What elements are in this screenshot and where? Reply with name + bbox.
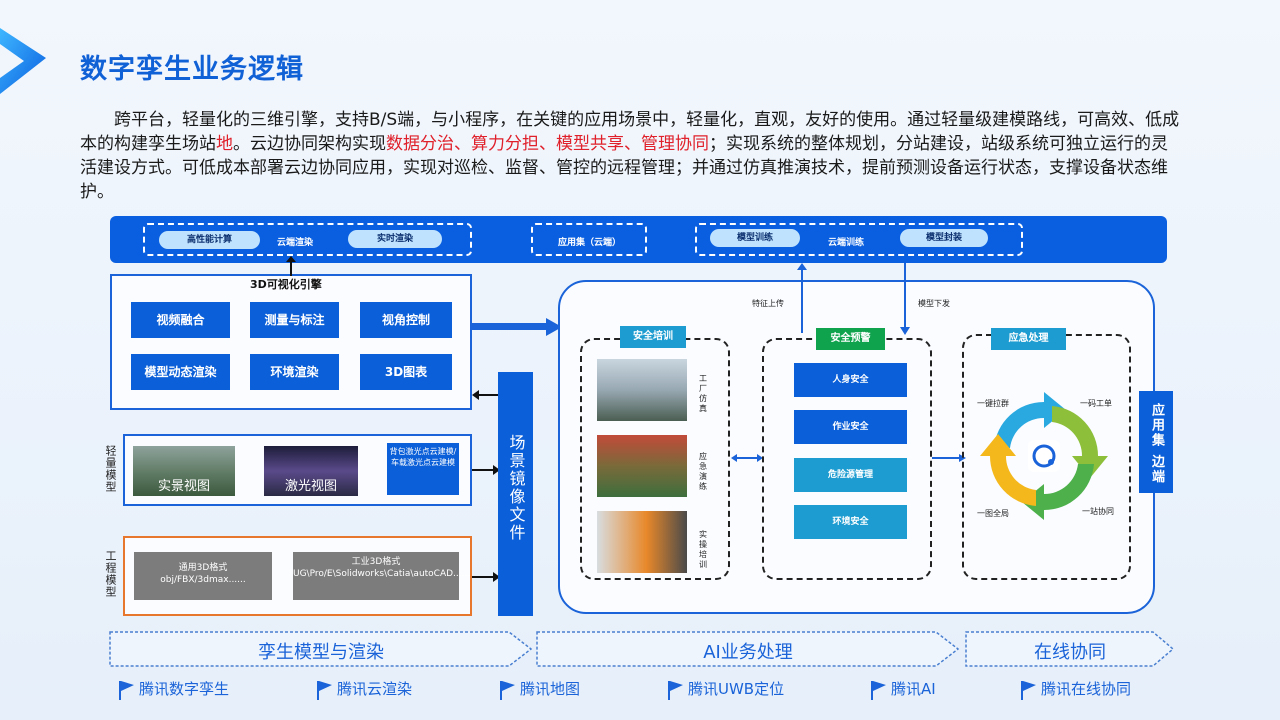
cloud-training-group [695,223,1023,256]
left-arrow-icon [472,390,500,400]
factory-sim-label: 工厂仿真 [699,374,707,413]
feature-upload-label: 特征上传 [752,299,784,308]
model-download-arrow-icon [900,263,910,335]
feature-upload-arrow-icon [797,263,807,333]
flag-icon [119,680,134,700]
emergency-drill-label: 应急演练 [699,452,707,491]
right-arrow-icon [932,454,966,462]
flag-icon [1021,680,1036,700]
scene-mirror-file-column: 场景镜像文件 [498,372,533,616]
one-stop-collab-label: 一站协同 [1082,507,1114,516]
safety-warning-head: 安全预警 [816,328,885,350]
edge-app-set-column: 应用集 边端 [1139,391,1173,493]
laser-photo: 激光视图 [264,446,358,496]
point-cloud-card: 背包激光点云建模/车载激光点云建模 [387,443,459,495]
measure-annotate-button[interactable]: 测量与标注 [250,302,339,338]
one-code-ticket-label: 一码工单 [1080,399,1112,408]
engine-to-app-arrow-icon [472,318,562,336]
personal-safety-button[interactable]: 人身安全 [794,363,907,397]
environment-safety-button[interactable]: 环境安全 [794,505,907,539]
product-tencent-digital-twin[interactable]: 腾讯数字孪生 [117,678,229,700]
right-arrow-icon [472,572,500,582]
product-tencent-cloud-render[interactable]: 腾讯云渲染 [315,678,412,700]
practical-training-label: 实操培训 [699,530,707,569]
flag-icon [500,680,515,700]
flag-icon [317,680,332,700]
stage-label: AI业务处理 [703,642,793,663]
bidirectional-arrow-icon [731,454,763,462]
stage-arrow-shape [109,631,533,667]
factory-photo [597,359,687,421]
page-title: 数字孪生业务逻辑 [80,54,304,85]
cloud-render-label: 云端渲染 [277,238,314,248]
cloud-render-group [143,223,472,256]
practice-photo [597,511,687,573]
emergency-head: 应急处理 [991,328,1066,350]
flag-icon [668,680,683,700]
model-package-pill: 模型封装 [900,229,988,247]
industrial-3d-format-card: 工业3D格式 UG\Pro/E\Solidworks\Catia\autoCAD… [293,552,470,600]
cloud-training-label: 云端训练 [828,238,865,248]
stage-ai-processing: AI业务处理 [536,628,960,670]
light-model-label: 轻量模型 [104,445,117,493]
product-tencent-uwb[interactable]: 腾讯UWB定位 [666,678,784,700]
hazard-management-button[interactable]: 危险源管理 [794,458,907,492]
stage-online-collab: 在线协同 [965,628,1175,670]
stage-twin-render: 孪生模型与渲染 [109,628,533,670]
cloud-app-label: 应用集（云端） [558,238,622,248]
stage-label: 孪生模型与渲染 [258,642,384,663]
one-map-global-label: 一图全局 [977,509,1009,518]
3d-chart-button[interactable]: 3D图表 [360,354,452,390]
eng-model-label: 工程模型 [104,550,117,598]
product-tencent-ai[interactable]: 腾讯AI [869,678,936,700]
view-control-button[interactable]: 视角控制 [360,302,452,338]
one-click-group-label: 一键拉群 [977,399,1009,408]
realscene-photo: 实景视图 [133,446,235,496]
model-training-pill: 模型训练 [710,229,800,247]
video-fusion-button[interactable]: 视频融合 [131,302,230,338]
engine-title: 3D可视化引擎 [250,278,322,291]
right-arrow-icon [472,465,500,475]
hpc-pill: 高性能计算 [159,231,260,249]
realtime-render-pill: 实时渲染 [348,230,442,248]
intro-paragraph: 跨平台，轻量化的三维引擎，支持B/S端，与小程序，在关键的应用场景中，轻量化，直… [80,110,1180,202]
brand-logo-icon [0,28,46,94]
up-arrow-icon [286,256,296,276]
product-tencent-online-collab[interactable]: 腾讯在线协同 [1019,678,1131,700]
drill-photo [597,435,687,497]
stage-arrow-shape [965,631,1175,667]
dynamic-render-button[interactable]: 模型动态渲染 [131,354,230,390]
flag-icon [871,680,886,700]
stage-label: 在线协同 [1034,642,1106,663]
env-render-button[interactable]: 环境渲染 [250,354,339,390]
emergency-cycle-icon [980,392,1108,520]
stage-arrow-shape [536,631,960,667]
safety-training-head: 安全培训 [620,326,686,348]
model-download-label: 模型下发 [918,299,950,308]
cloud-app-group [531,223,647,256]
generic-3d-format-card: 通用3D格式 obj/FBX/3dmax...... [134,552,272,600]
operation-safety-button[interactable]: 作业安全 [794,410,907,444]
product-tencent-map[interactable]: 腾讯地图 [498,678,580,700]
